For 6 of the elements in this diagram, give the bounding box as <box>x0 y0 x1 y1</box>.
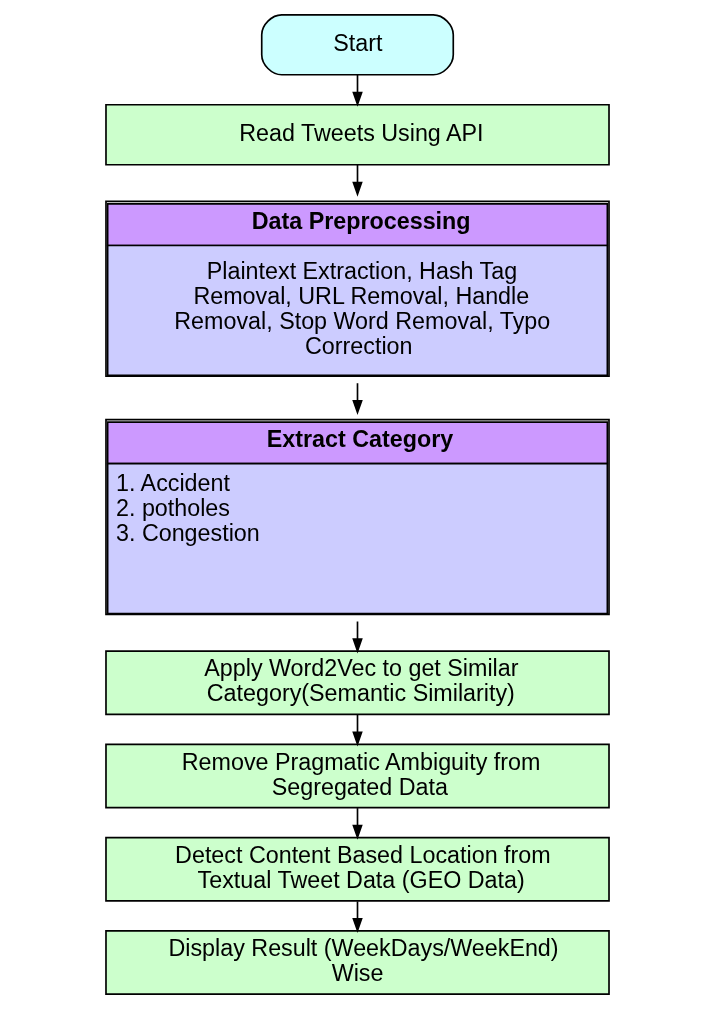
node-box: Read Tweets Using API <box>104 103 610 166</box>
node-box: Apply Word2Vec to get Similar Category(Semantic Similarity) <box>104 650 610 716</box>
node-box: Remove Pragmatic Ambiguity from Segregated Data <box>104 743 610 809</box>
node-box: Detect Content Based Location from Textual Tweet Data (GEO Data) <box>104 836 610 902</box>
node-box: Start <box>260 13 454 76</box>
node-box: Display Result (WeekDays/WeekEnd) Wise <box>104 930 610 996</box>
